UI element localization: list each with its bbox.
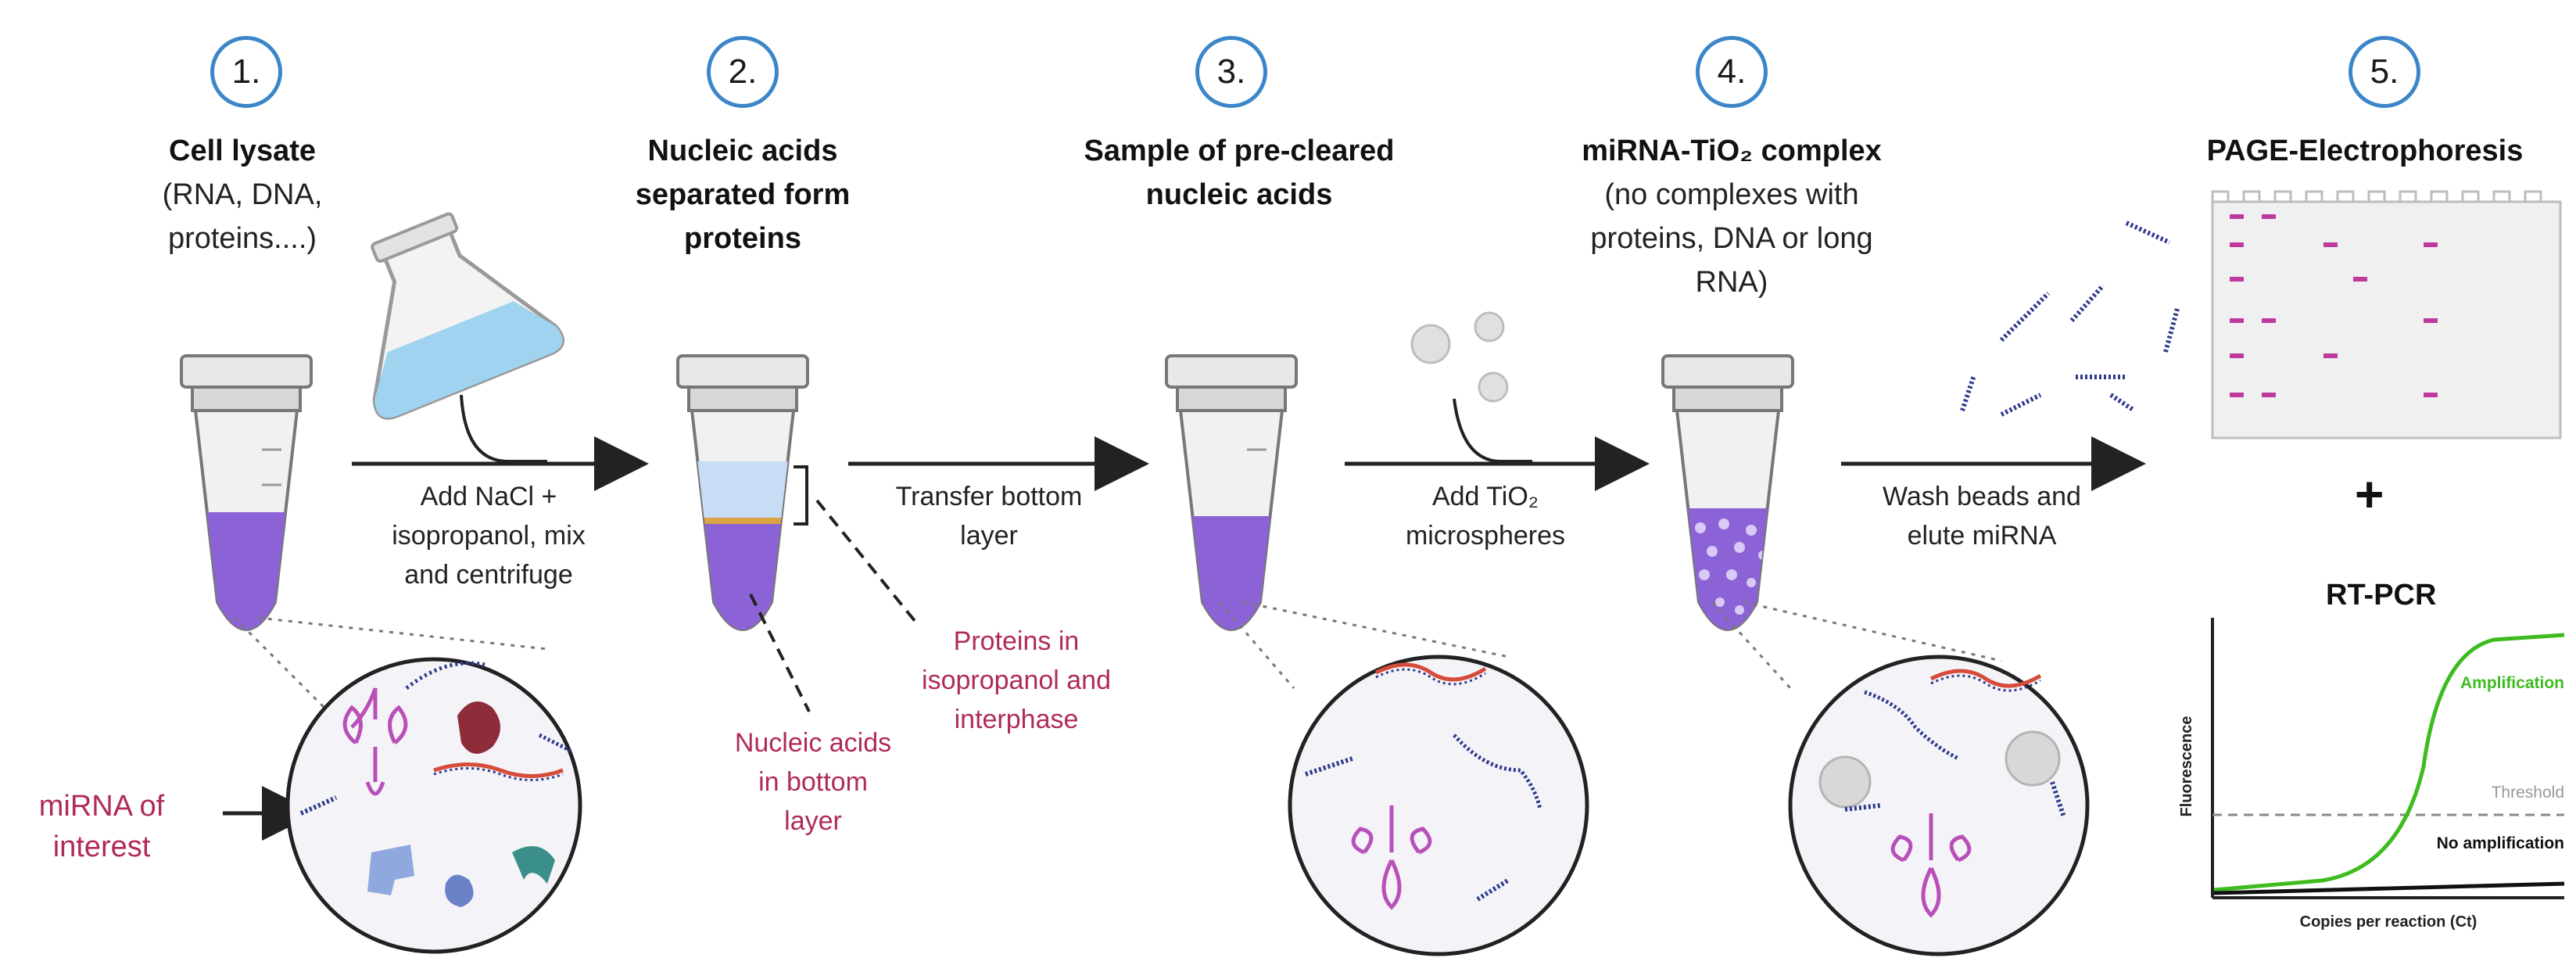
- eluted-mirna-strands: [1960, 221, 2180, 417]
- flask-icon: [371, 212, 564, 420]
- mirna-of-interest-label: miRNA of interest: [38, 790, 165, 863]
- tube-4: [1661, 354, 1794, 631]
- no-amplification-label: No amplification: [2437, 834, 2564, 852]
- step-5-number: 5.: [2348, 36, 2420, 108]
- plus-sign: +: [2355, 466, 2384, 522]
- page-gel: [2211, 190, 2562, 439]
- rt-pcr-chart: Fluorescence Copies per reaction (Ct) Am…: [2178, 618, 2565, 931]
- step-1-subtitle: (RNA, DNA, proteins....): [162, 178, 323, 255]
- step-4-title: miRNA-TiO₂ complex: [1582, 135, 1882, 167]
- step-1-number: 1.: [210, 36, 282, 108]
- step-3-title: Sample of pre-cleared nucleic acids: [1084, 135, 1395, 211]
- arrow-4-label: Wash beads and elute miRNA: [1883, 482, 2081, 551]
- tio2-microspheres-icon: [1410, 311, 1509, 403]
- step-1-title: Cell lysate: [169, 135, 316, 167]
- amplification-curve: [2213, 633, 2565, 892]
- step-4-number: 4.: [1696, 36, 1768, 108]
- zoom-circle-3: [1218, 601, 1589, 956]
- step-3-number: 3.: [1195, 36, 1267, 108]
- amplification-label: Amplification: [2460, 674, 2564, 692]
- threshold-label: Threshold: [2492, 784, 2564, 802]
- nucleic-acids-bottom-label: Nucleic acids in bottom layer: [734, 728, 892, 836]
- proteins-layer-label: Proteins in isopropanol and interphase: [922, 626, 1111, 734]
- arrow-2-label: Transfer bottom layer: [895, 482, 1083, 551]
- zoom-circle-4: [1711, 601, 2090, 956]
- y-axis-label: Fluorescence: [2178, 716, 2195, 817]
- layer-pointers: [749, 499, 920, 712]
- step-2-number: 2.: [707, 36, 779, 108]
- tube-2: [676, 354, 809, 631]
- no-amplification-curve: [2213, 881, 2565, 895]
- x-axis-label: Copies per reaction (Ct): [2300, 913, 2477, 931]
- step-2-title: Nucleic acids separated form proteins: [635, 135, 851, 255]
- zoom-circle-1: [233, 616, 582, 954]
- rt-pcr-title: RT-PCR: [2326, 579, 2437, 612]
- process-arrows: [223, 436, 2146, 841]
- step-4-subtitle: (no complexes with proteins, DNA or long…: [1590, 178, 1873, 299]
- step-5-title: PAGE-Electrophoresis: [2206, 135, 2524, 167]
- tube-3: [1165, 354, 1298, 631]
- arrow-3-label: Add TiO₂ microspheres: [1405, 482, 1566, 551]
- arrow-1-label: Add NaCl + isopropanol, mix and centrifu…: [392, 482, 586, 590]
